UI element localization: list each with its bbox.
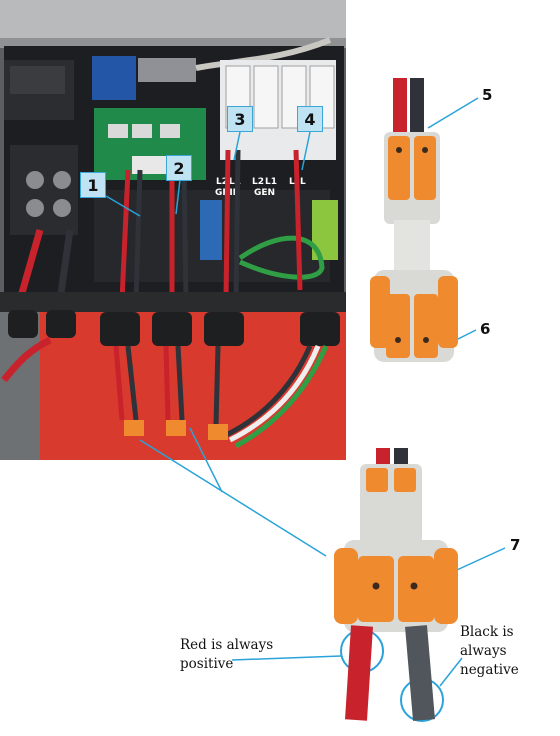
panel-label-l-1: L xyxy=(289,177,295,187)
panel-label-l-2: L xyxy=(300,177,306,187)
wiring-compartment-illustration: L2 L1 GRID L2 L1 GEN L L xyxy=(0,0,346,460)
wiring-compartment-photo: L2 L1 GRID L2 L1 GEN L L xyxy=(0,0,346,460)
caption-black-negative: Black is always negative xyxy=(460,623,560,680)
wire-red-upper xyxy=(393,78,407,148)
badge-4: 4 xyxy=(297,106,323,132)
caption-red-positive: Red is always positive xyxy=(180,636,273,674)
wire-red-lower xyxy=(345,625,373,721)
panel-label-l2-gen: L2 xyxy=(252,177,264,187)
badge-3: 3 xyxy=(227,106,253,132)
callout-6: 6 xyxy=(480,320,491,338)
badge-2: 2 xyxy=(166,155,192,181)
wire-black-lower xyxy=(405,625,435,721)
caption-black-line2: negative xyxy=(460,662,519,678)
caption-red-line2: positive xyxy=(180,656,234,672)
wire-black-upper xyxy=(410,78,424,148)
panel-label-gen: GEN xyxy=(254,188,275,198)
badge-1: 1 xyxy=(80,172,106,198)
panel-label-l1-grid: L1 xyxy=(229,177,241,187)
callout-5: 5 xyxy=(482,86,493,104)
caption-red-line1: Red is always xyxy=(180,637,274,653)
panel-label-l2-grid: L2 xyxy=(216,177,228,187)
panel-label-l1-gen: L1 xyxy=(265,177,277,187)
callout-7: 7 xyxy=(510,536,521,554)
caption-black-line1: Black is always xyxy=(460,624,514,659)
